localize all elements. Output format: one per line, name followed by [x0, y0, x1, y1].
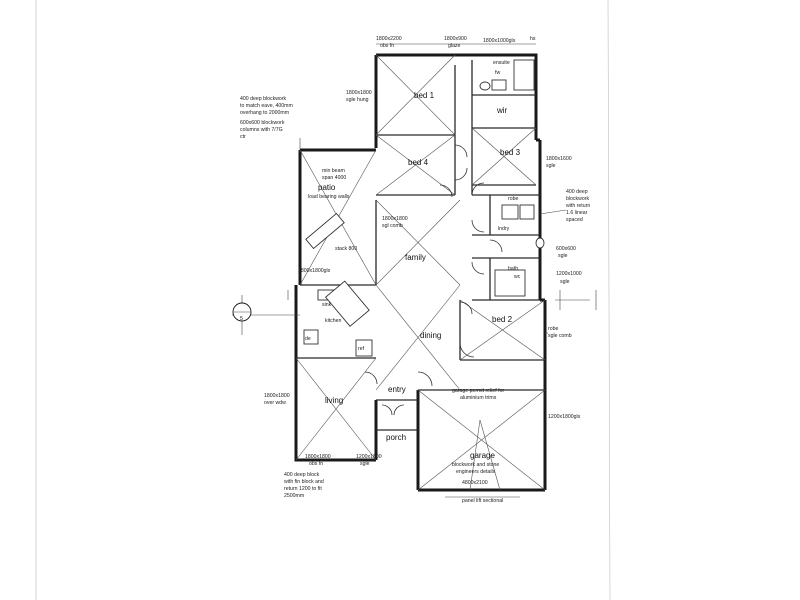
room-ensuite: ensuite	[493, 60, 510, 66]
stove	[303, 329, 319, 345]
note-patio-1: min beam	[322, 168, 345, 174]
note-kitchen-win: 1800x1800gls	[298, 268, 331, 274]
scan-edge-right	[607, 0, 611, 600]
room-bed4: bed 4	[408, 158, 429, 167]
note-right-3: with return	[566, 203, 590, 209]
note-garage-detail-2: engineers details	[456, 469, 496, 475]
note-right-win-4b: sgle	[560, 279, 570, 285]
note-porch-win-2: 1200x1800	[356, 454, 382, 460]
note-garage-1: garage permit relief for	[452, 388, 504, 394]
note-right-1: 400 deep	[566, 189, 588, 195]
island-bench	[324, 280, 370, 327]
note-patio-2: span 4000	[322, 175, 346, 181]
note-left-2: to match eave, 400mm	[240, 103, 293, 109]
note-left-1: 400 deep blockwork	[240, 96, 287, 102]
note-left-6: ctr	[240, 134, 246, 140]
room-porch: porch	[386, 433, 406, 442]
interior-walls	[296, 60, 545, 431]
room-wir: wir	[496, 106, 508, 115]
note-top-2: 1800x900	[444, 36, 467, 42]
dimension-lines	[287, 43, 590, 498]
washer	[519, 204, 535, 220]
patio-bench	[305, 212, 345, 250]
room-bed3: bed 3	[500, 148, 521, 157]
room-entry: entry	[388, 385, 406, 394]
room-kitchen: kitchen	[325, 318, 342, 324]
note-living-win-1: 1800x1800	[264, 393, 290, 399]
section-marker-label: 5	[240, 316, 243, 322]
ensuite-fw: fw	[495, 70, 500, 76]
room-bed2: bed 2	[492, 315, 513, 324]
fridge-label: ref	[358, 346, 365, 352]
note-bottom-2: with fin block and	[284, 479, 324, 485]
patio-subtitle: load bearing walls	[308, 194, 350, 200]
room-dining: dining	[420, 331, 441, 340]
note-bed1-win-b: sgle hung	[346, 97, 369, 103]
note-bed2-1: robe	[548, 326, 558, 332]
room-garage: garage	[470, 451, 495, 460]
kitchen-de-label: de	[305, 336, 311, 342]
note-bottom-1: 400 deep block	[284, 472, 320, 478]
room-wc: wc	[514, 274, 521, 280]
room-bed1: bed 1	[414, 91, 435, 100]
note-right-5: spaced	[566, 217, 583, 223]
room-family: family	[405, 253, 426, 262]
note-porch-win-1: 1800x1800	[305, 454, 331, 460]
shower	[513, 59, 535, 91]
note-bottom-3: return 1200 to fit	[284, 486, 322, 492]
section-marker: 5	[232, 295, 300, 335]
note-garage-2: aluminium trims	[460, 395, 497, 401]
room-living: living	[325, 396, 343, 405]
leader-lines	[299, 138, 597, 334]
room-patio: patio	[318, 183, 336, 192]
note-right-4: 1.6 linear	[566, 210, 588, 216]
note-family-win-1: 1800x1800	[382, 216, 408, 222]
note-right-win-1: 1800x1600	[546, 156, 572, 162]
room-lndry: lndry	[498, 226, 510, 232]
note-right-win-4: 1200x1000	[556, 271, 582, 277]
note-stack: stack 800	[335, 246, 357, 252]
vanity-ensuite	[491, 79, 507, 91]
toilet-wc	[535, 237, 545, 249]
note-right-2: blockwork	[566, 196, 589, 202]
note-bed1-win: 1800x1800	[346, 90, 372, 96]
toilet-ensuite	[479, 81, 491, 91]
note-garage-right-win: 1200x1800gls	[548, 414, 581, 420]
note-top-3b: hs	[530, 36, 536, 42]
door-swings	[364, 144, 503, 416]
ceiling-diagonals	[295, 54, 546, 491]
note-right-win-2: sgle	[546, 163, 556, 169]
note-bottom-4: 2500mm	[284, 493, 304, 499]
note-garage-detail-1: blockwork and stone	[452, 462, 499, 468]
note-bed2-2: sgle comb	[548, 333, 572, 339]
bath-tub	[494, 269, 526, 297]
note-porch-win-1b: obs fn	[309, 461, 323, 467]
kitchen-sink-label: sink	[322, 302, 332, 308]
room-bath: bath	[508, 266, 518, 272]
note-left-4: 600x600 blockwork	[240, 120, 285, 126]
note-left-5: columns with 7/7G	[240, 127, 283, 133]
note-top-3: 1800x1000gls	[483, 38, 516, 44]
note-living-win-2: over wdw	[264, 400, 286, 406]
note-right-win-3: 600x600	[556, 246, 576, 252]
fixtures	[303, 59, 545, 357]
note-top-1: 1800x2200	[376, 36, 402, 42]
note-porch-win-2b: sgle	[360, 461, 370, 467]
note-family-win-2: sgl comb	[382, 223, 403, 229]
room-robe: robe	[508, 196, 518, 202]
note-garage-door: 4800x2100	[462, 480, 488, 486]
note-garage-bottom: panel lift sectional	[462, 498, 503, 504]
fridge	[355, 339, 373, 357]
note-top-2b: glaze	[448, 43, 461, 49]
note-right-win-3b: sgle	[558, 253, 568, 259]
note-left-3: overhang to 2000mm	[240, 110, 289, 116]
note-top-1b: obs fn	[380, 43, 394, 49]
laundry-tub	[501, 204, 519, 220]
